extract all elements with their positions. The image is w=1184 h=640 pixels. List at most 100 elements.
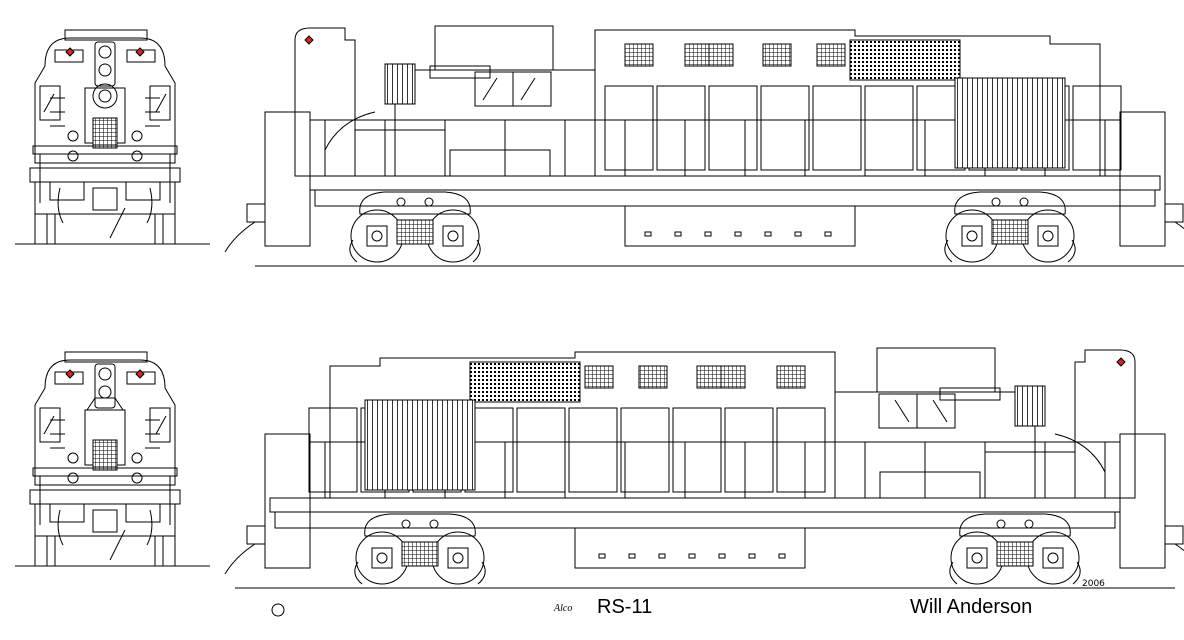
cut-lever-left [1174,543,1184,552]
toolbox [449,149,551,177]
marker-light-right [135,47,145,57]
hood-door [708,85,758,171]
builder-logo-mark [271,603,285,617]
marker-light [304,35,314,45]
vent-grille-3 [638,365,668,389]
frame-curve [324,111,376,151]
cab-end-steps-right [1119,111,1166,247]
short-hood [294,27,356,177]
vent-grille-2 [708,43,734,67]
hood-door [568,407,618,493]
journal-box-right [966,547,988,569]
model-label: RS-11 [597,596,653,618]
truck-frame [959,513,1071,537]
alco-builder-mark: Alco [554,603,573,614]
cab-end-steps-left [264,111,311,247]
front-railing [32,145,178,155]
right-cab-window [149,407,171,443]
grille-panel [92,439,118,471]
wheel-right [355,531,409,585]
cab-end-steps-right [264,433,311,569]
author-label: Will Anderson [910,596,1033,618]
side-view-bottom [224,347,1184,589]
truck-spring-pack [396,219,434,245]
hood-door [516,407,566,493]
radiator-shutters [469,361,581,403]
journal-box-right [1037,225,1059,247]
headlight-housing [94,41,116,87]
bell-icon [92,83,118,109]
cab-roof [876,347,996,393]
deck-beam [29,167,181,183]
journal-box-left [366,225,388,247]
deck-beam [29,489,181,505]
mu-cable [109,529,126,561]
brake-cylinder [396,197,406,207]
long-hood [329,351,836,499]
toolbox [879,471,981,499]
marker-light [1116,357,1126,367]
mu-cable [109,207,126,239]
radiator-shutters [849,39,961,81]
journal-box-right [442,225,464,247]
marker-light-left [65,369,75,379]
battery-box [984,451,1076,499]
coupler-left [1165,525,1184,545]
wheel-right [950,531,1004,585]
pilot-frame [34,181,176,215]
truck-spring-pack [401,541,439,567]
air-hose-left [57,509,64,546]
cab-window-left [474,71,514,107]
truck-frame [364,513,476,537]
pilot-frame [34,503,176,537]
vent-grille-0 [624,43,654,67]
headlight-housing [94,363,116,409]
vent-grille-3 [762,43,792,67]
builder-logo [271,603,285,617]
front-end-view [15,29,210,245]
brake-cylinder [1024,519,1034,529]
cab-outline [34,359,176,486]
front-truck [949,513,1081,585]
brake-cylinder [429,519,439,529]
hood-door [308,407,358,493]
air-hose-right [146,187,153,224]
side-view-top [224,25,1184,267]
coupler-right [1165,203,1184,223]
wheel-left [945,209,999,263]
truck-spring-pack [991,219,1029,245]
truck-spring-pack [996,541,1034,567]
coupler-left [246,203,265,223]
headlight-bottom [98,63,112,77]
wheel-left [431,531,485,585]
vent-grille-0 [776,365,806,389]
class-light-right [131,130,143,142]
hood-door [86,397,124,411]
roof-hatch [64,351,148,363]
wheel-right [426,209,480,263]
right-cab-window [149,85,171,121]
radiator-louvers [364,399,476,491]
coupler-knuckle [92,187,118,211]
fuel-tank [574,527,806,569]
air-hose-left [57,187,64,224]
hood-door [724,407,774,493]
hood-door [776,407,826,493]
rear-truck [354,513,486,585]
hood-door [1072,85,1122,171]
wheel-left [1026,531,1080,585]
journal-box-left [961,225,983,247]
brake-cylinder [991,197,1001,207]
walkway-deck [269,497,1121,513]
cab-door-box [384,63,416,105]
grille-panel [92,117,118,149]
journal-box-left [447,547,469,569]
vent-grille-4 [816,43,846,67]
cab-end-steps-left [1119,433,1166,569]
left-cab-window [39,407,61,443]
cab-window-right [878,393,918,429]
front-railing [32,467,178,477]
coupler-knuckle [92,509,118,533]
headlight-bottom [98,385,112,399]
front-truck [349,191,481,263]
